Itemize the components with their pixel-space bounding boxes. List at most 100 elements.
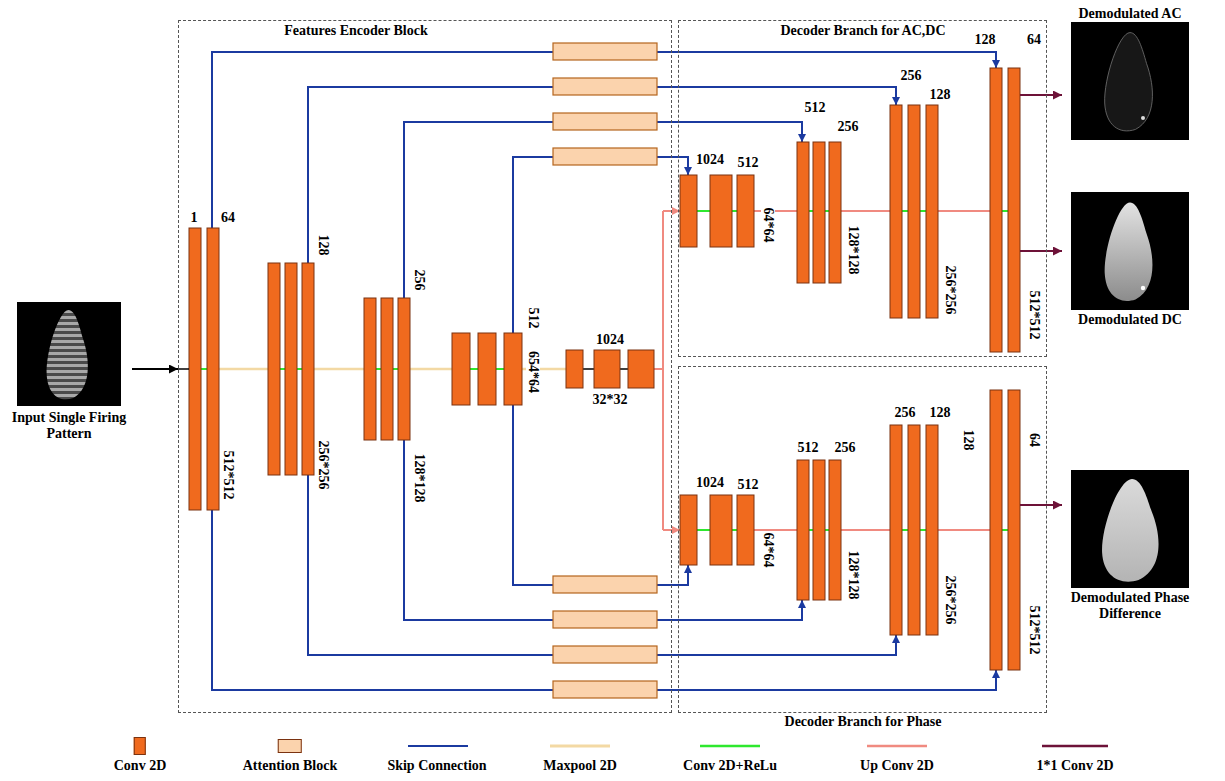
output-arrow xyxy=(1047,504,1062,506)
input-fringe-image xyxy=(17,302,121,406)
legend-item: Up Conv 2D xyxy=(860,736,934,774)
input-arrow xyxy=(132,368,178,370)
dimension-label: 654*64 xyxy=(526,350,540,394)
image-caption: Demodulated AC xyxy=(1062,6,1198,22)
image-caption: Input Single Firing Pattern xyxy=(6,410,132,442)
skip-line xyxy=(513,405,553,585)
legend-item: Maxpool 2D xyxy=(543,736,617,774)
conv-bar xyxy=(398,298,410,440)
conv-bar xyxy=(628,350,654,388)
image-ground xyxy=(1071,22,1189,140)
channel-label: 256 xyxy=(834,441,857,455)
legend-item: Conv 2D xyxy=(114,736,167,774)
channel-label: 256 xyxy=(900,69,923,83)
legend-item: Conv 2D+ReLu xyxy=(683,736,777,774)
skip-arrow xyxy=(657,565,688,585)
legend-label: Skip Connection xyxy=(387,758,486,774)
conv-bar xyxy=(926,105,938,318)
dc-image xyxy=(1071,192,1189,310)
encoder-region: Features Encoder Block xyxy=(178,20,672,713)
conv-bar xyxy=(990,390,1002,670)
output-stub xyxy=(1020,95,1047,505)
skip-line xyxy=(404,122,553,298)
dimension-label: 128*128 xyxy=(412,453,426,504)
legend-label: Attention Block xyxy=(243,758,338,774)
dimension-label: 128*128 xyxy=(846,225,860,276)
legend-label: 1*1 Conv 2D xyxy=(1036,758,1113,774)
input-image-panel: Input Single Firing Pattern xyxy=(6,302,132,444)
dimension-label: 64*64 xyxy=(761,207,775,244)
skip-line xyxy=(308,87,553,263)
input-stub xyxy=(178,368,189,370)
dimension-label: 256*256 xyxy=(943,575,957,626)
channel-label: 32*32 xyxy=(592,393,629,407)
legend-item: Attention Block xyxy=(243,736,338,774)
attention-blocks xyxy=(553,43,657,698)
legend-swatch xyxy=(278,739,302,753)
conv-bar xyxy=(813,460,825,600)
conv-bar xyxy=(813,142,825,283)
conv-bar xyxy=(908,105,920,318)
channel-label: 256 xyxy=(837,120,860,134)
legend-line-sample xyxy=(1042,745,1108,748)
dimension-label: 512*512 xyxy=(1027,290,1041,341)
attention-block xyxy=(553,43,657,60)
decoder-region: Decoder Branch for AC,DC xyxy=(678,20,1047,357)
skip-arrow xyxy=(657,52,996,68)
conv-bar xyxy=(680,495,697,565)
image-ground xyxy=(1071,192,1189,310)
channel-label: 512 xyxy=(804,101,827,115)
channel-label: 1024 xyxy=(695,476,725,490)
conv-bar xyxy=(381,298,393,440)
conv-bar xyxy=(926,425,938,635)
fringe-object xyxy=(47,310,88,399)
channel-label: 128 xyxy=(929,406,952,420)
image-ground xyxy=(1071,470,1189,588)
dimension-label: 256*256 xyxy=(316,440,330,491)
attention-block xyxy=(553,78,657,95)
legend-label: Conv 2D xyxy=(114,758,167,774)
ac-object xyxy=(1105,33,1153,131)
conv-relu-line xyxy=(680,211,1020,530)
conv-bar xyxy=(364,298,376,440)
channel-label: 1 xyxy=(190,211,199,225)
legend-line-sample xyxy=(550,745,610,748)
output-arrow xyxy=(1047,250,1062,252)
dimension-label: 64 xyxy=(1027,432,1041,448)
conv-bar xyxy=(189,228,201,510)
highlight xyxy=(1141,116,1145,120)
dimension-label: 512 xyxy=(526,307,540,330)
output-image-panel: Demodulated DC xyxy=(1062,192,1198,330)
skip-connections xyxy=(212,52,996,690)
conv-bars xyxy=(189,68,1020,670)
region-title: Decoder Branch for Phase xyxy=(782,714,945,730)
conv-bar xyxy=(829,460,841,600)
legend-line-sample xyxy=(867,745,927,748)
skip-line xyxy=(513,157,553,333)
conv-bar xyxy=(908,425,920,635)
legend-label: Maxpool 2D xyxy=(543,758,617,774)
attention-block xyxy=(553,646,657,663)
image-caption: Demodulated Phase Difference xyxy=(1062,590,1198,622)
channel-label: 1024 xyxy=(595,333,625,347)
channel-label: 512 xyxy=(737,156,760,170)
conv-bar xyxy=(268,263,280,475)
conv-bar xyxy=(207,228,219,510)
channel-label: 128 xyxy=(974,33,997,47)
dimension-label: 128*128 xyxy=(846,550,860,601)
conv-bar xyxy=(1008,68,1020,352)
legend-line-sample xyxy=(700,745,760,748)
phase-image xyxy=(1071,470,1189,588)
region-title: Features Encoder Block xyxy=(281,23,430,39)
conv-relu-line xyxy=(189,368,522,370)
channel-label: 512 xyxy=(797,441,820,455)
dimension-label: 256*256 xyxy=(943,265,957,316)
conv-bar xyxy=(737,175,754,247)
skip-arrow xyxy=(657,635,896,655)
conv-bar xyxy=(594,350,620,388)
legend-line-sample xyxy=(408,745,468,747)
